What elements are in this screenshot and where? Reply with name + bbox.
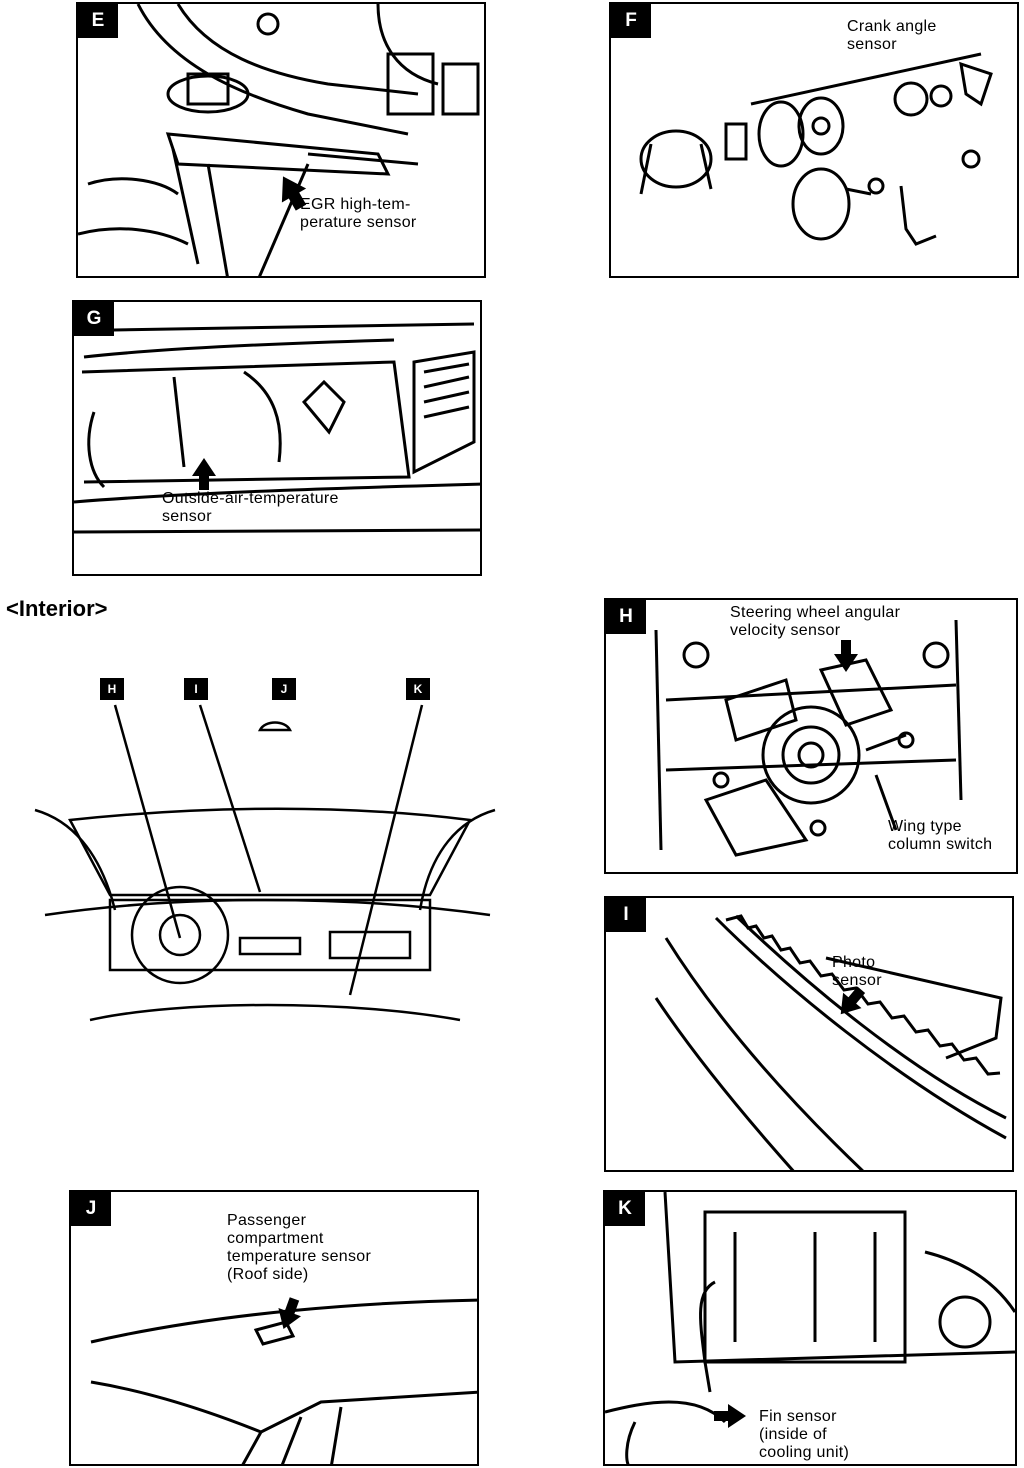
outside-air-sensor-illustration bbox=[74, 322, 480, 534]
passenger-sensor-illustration bbox=[90, 1297, 477, 1464]
fin-sensor-label: Fin sensor (inside of cooling unit) bbox=[759, 1408, 850, 1461]
column-switch-label: Wing type column switch bbox=[888, 818, 993, 853]
panel-h-tag: H bbox=[606, 600, 646, 634]
steering-sensor-illustration bbox=[654, 619, 963, 857]
passenger-sensor-label: Passenger compartment temperature sensor… bbox=[227, 1212, 372, 1283]
marker-i: I bbox=[184, 678, 208, 700]
steering-sensor-label: Steering wheel angular velocity sensor bbox=[730, 604, 901, 639]
egr-sensor-illustration bbox=[78, 4, 480, 276]
panel-j: J Passenger compartment temperature sens… bbox=[69, 1190, 479, 1466]
interior-dashboard-illustration bbox=[34, 704, 496, 1022]
marker-k: K bbox=[406, 678, 430, 700]
panel-g-tag: G bbox=[74, 302, 114, 336]
panel-g: G Outside-air-temperature sensor bbox=[72, 300, 482, 576]
crank-angle-sensor-label: Crank angle sensor bbox=[847, 18, 937, 53]
photo-sensor-illustration bbox=[654, 914, 1007, 1170]
outside-air-sensor-label: Outside-air-temperature sensor bbox=[162, 490, 339, 525]
panel-j-tag: J bbox=[71, 1192, 111, 1226]
panel-e: E EGR high-tem- perature sensor bbox=[76, 2, 486, 278]
panel-i-tag: I bbox=[606, 898, 646, 932]
crank-angle-sensor-illustration bbox=[639, 52, 993, 246]
panel-f: F Crank angle sensor bbox=[609, 2, 1019, 278]
egr-sensor-label: EGR high-tem- perature sensor bbox=[300, 196, 417, 231]
photo-sensor-label: Photo sensor bbox=[832, 954, 882, 989]
panel-h: H Steering wheel angular velocity sensor… bbox=[604, 598, 1018, 874]
panel-i: I Photo sensor bbox=[604, 896, 1014, 1172]
marker-j: J bbox=[272, 678, 296, 700]
panel-k: K Fin sensor (inside of cooling unit) bbox=[603, 1190, 1017, 1466]
panel-e-tag: E bbox=[78, 4, 118, 38]
interior-overview: H I J K bbox=[30, 670, 500, 1050]
marker-h: H bbox=[100, 678, 124, 700]
panel-f-tag: F bbox=[611, 4, 651, 38]
panel-k-tag: K bbox=[605, 1192, 645, 1226]
interior-section-title: <Interior> bbox=[6, 596, 108, 621]
fin-sensor-illustration bbox=[605, 1192, 1015, 1464]
